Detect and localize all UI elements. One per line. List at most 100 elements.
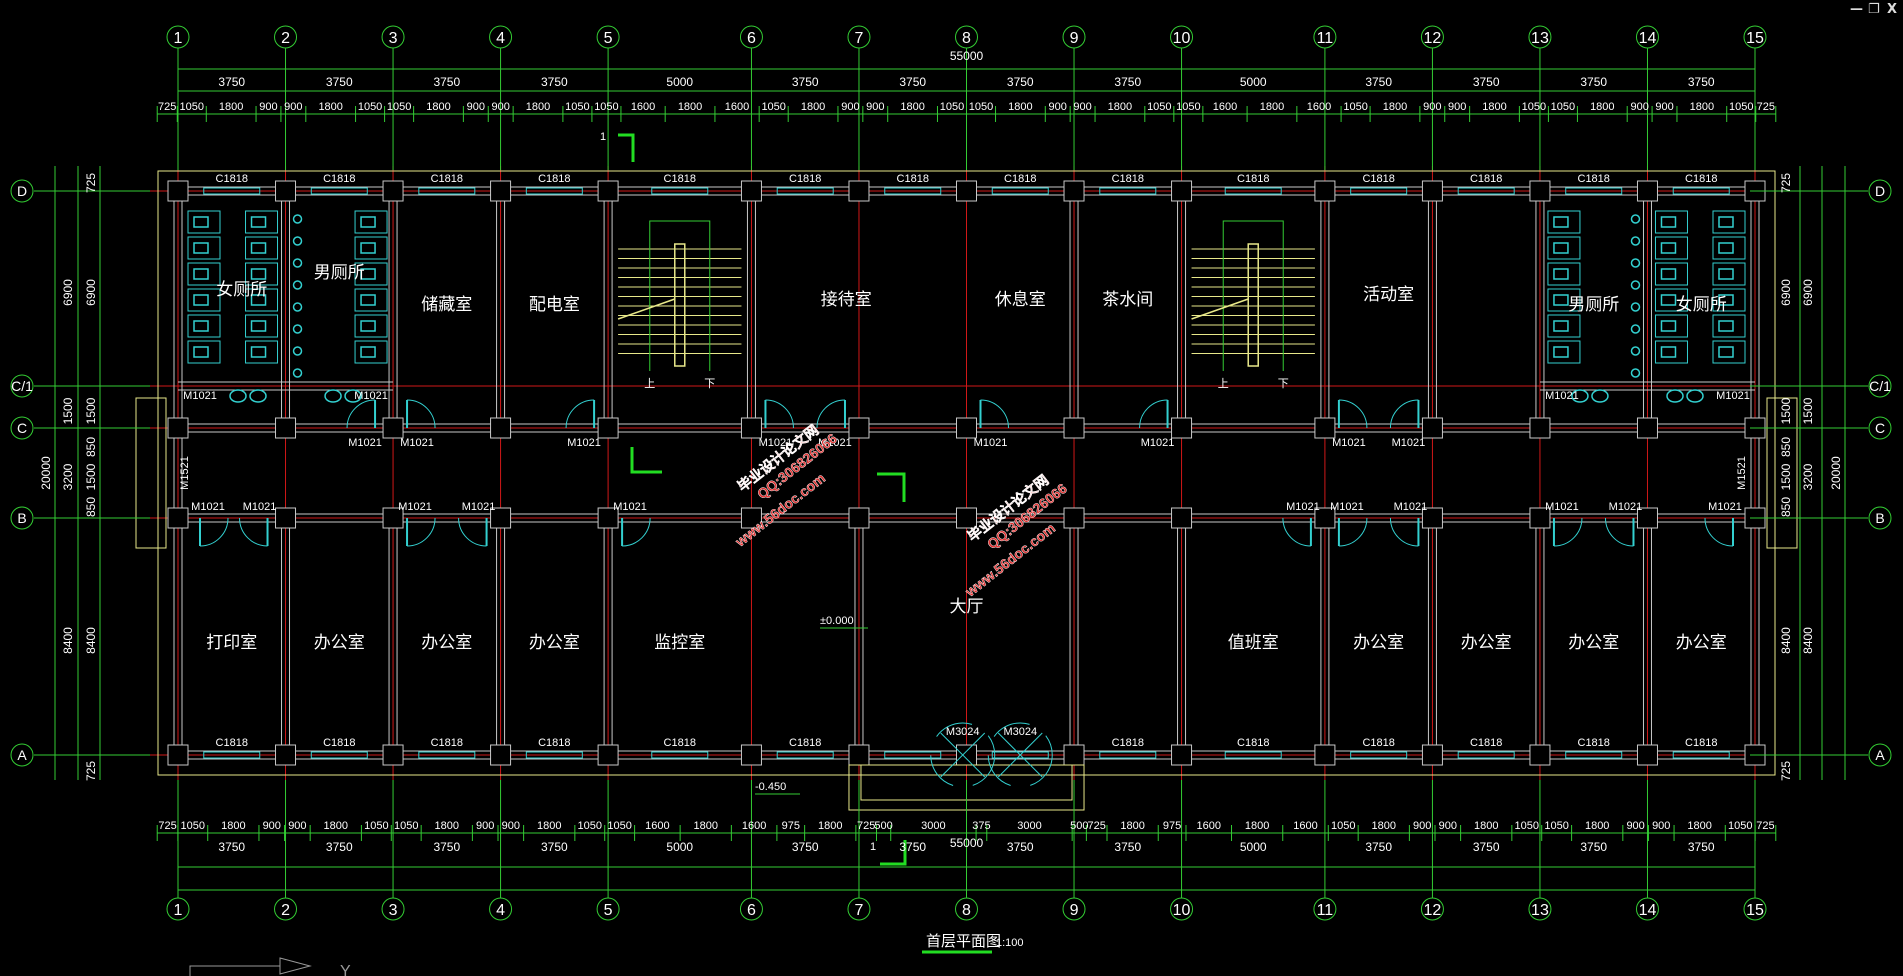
- column: [1421, 180, 1443, 202]
- room-label: 办公室: [1676, 633, 1727, 652]
- top-detail-dim: 900: [866, 101, 884, 113]
- bay-dim-label: 3750: [218, 840, 245, 854]
- top-detail-dim: 1050: [1729, 101, 1753, 113]
- toilet-icon: [1660, 268, 1677, 280]
- side-dim-label: 725: [1779, 173, 1793, 193]
- door-swing: [765, 399, 794, 429]
- column: [597, 180, 619, 202]
- bottom-detail-dim: 3000: [921, 820, 945, 832]
- bay-dim-label: 3750: [899, 840, 926, 854]
- top-detail-dim: 1800: [526, 101, 550, 113]
- axis-label-3: 3: [389, 902, 398, 919]
- bottom-detail-dim: 1050: [181, 820, 205, 832]
- door-label: M1021: [462, 501, 496, 513]
- bottom-detail-dim: 375: [972, 820, 990, 832]
- toilet-icon: [1718, 242, 1734, 254]
- column: [956, 507, 977, 529]
- column: [275, 180, 297, 202]
- stall: [1547, 288, 1581, 312]
- window-label: C1818: [664, 737, 696, 749]
- axis-label-1: 1: [174, 902, 183, 919]
- door-swing: [346, 399, 376, 429]
- column: [167, 417, 189, 439]
- column: [1063, 417, 1085, 439]
- top-detail-dim: 1050: [387, 101, 411, 113]
- bottom-detail-dim: 900: [263, 820, 281, 832]
- window: [1457, 187, 1515, 195]
- restore-button[interactable]: ❐: [1868, 2, 1880, 17]
- bay-dim-label: 5000: [1240, 75, 1267, 89]
- side-dim-label: 725: [84, 173, 98, 193]
- door-label: M1021: [398, 501, 432, 513]
- toilet-icon: [360, 294, 376, 306]
- axis-label-11: 11: [1317, 30, 1334, 47]
- side-dim-label: 8400: [1801, 627, 1815, 654]
- column: [1314, 507, 1336, 529]
- door-swing: [199, 517, 229, 547]
- dimensions: [10, 25, 1892, 976]
- revolving-door: [987, 722, 1053, 788]
- window-label: C1818: [664, 173, 696, 185]
- urinal-icon: [1630, 236, 1641, 246]
- column: [1636, 180, 1658, 202]
- drawing-scale: 1:100: [996, 937, 1024, 949]
- column: [1529, 507, 1551, 529]
- axis-label-6: 6: [747, 902, 756, 919]
- minimize-button[interactable]: —: [1850, 2, 1863, 17]
- column: [848, 507, 870, 529]
- toilet-icon: [1660, 346, 1677, 358]
- bay-dim-label: 3750: [1114, 75, 1141, 89]
- bay-dim-label: 3750: [792, 75, 819, 89]
- column: [740, 507, 762, 529]
- side-dim-label: 1500: [84, 397, 98, 424]
- room-label: 储藏室: [421, 295, 472, 314]
- column: [848, 417, 870, 439]
- axis-bubble: [10, 179, 34, 203]
- side-dim-label: 8400: [1779, 627, 1793, 654]
- axis-label-C: C: [17, 420, 27, 436]
- axis-label-11: 11: [1317, 902, 1334, 919]
- stall: [187, 340, 221, 364]
- stall: [354, 236, 388, 260]
- top-detail-dim: 900: [1630, 101, 1648, 113]
- bottom-detail-dim: 1800: [694, 820, 718, 832]
- door-label: M1021: [1332, 437, 1366, 449]
- top-detail-dim: 725: [158, 101, 176, 113]
- axis-label-9: 9: [1070, 902, 1079, 919]
- door-label: M1021: [1609, 501, 1643, 513]
- toilet-icon: [360, 346, 376, 358]
- top-detail-dim: 900: [284, 101, 302, 113]
- top-detail-dim: 1050: [940, 101, 964, 113]
- side-dim-label: 850: [1779, 437, 1793, 457]
- bottom-detail-dim: 900: [502, 820, 520, 832]
- door-swing: [1139, 399, 1168, 429]
- stair-down-label: 下: [704, 378, 715, 390]
- stall: [1547, 210, 1581, 234]
- door-label: M1021: [613, 501, 647, 513]
- stall: [354, 288, 388, 312]
- door-label: M1021: [759, 437, 793, 449]
- bay-dim-label: 5000: [666, 75, 693, 89]
- stall: [245, 210, 279, 234]
- section-mark: [880, 840, 907, 866]
- top-detail-dim: 1800: [426, 101, 450, 113]
- bay-dim-label: 3750: [1473, 75, 1500, 89]
- side-dim-label: 1500: [1801, 397, 1815, 424]
- stall: [1654, 236, 1688, 260]
- window-label: C1818: [323, 737, 355, 749]
- window: [1224, 187, 1282, 195]
- axis-bubble: [10, 374, 34, 398]
- close-button[interactable]: X: [1887, 2, 1898, 17]
- door-swing: [1704, 517, 1734, 547]
- door-swing: [980, 399, 1009, 429]
- door-swing: [458, 517, 487, 547]
- side-dim-label: 6900: [1779, 279, 1793, 306]
- column: [1421, 417, 1443, 439]
- top-detail-dim: 900: [1049, 101, 1067, 113]
- top-detail-dim: 1050: [1343, 101, 1367, 113]
- urinal-icon: [1630, 302, 1641, 312]
- ucs-icon: [189, 965, 280, 976]
- bay-dim-label: 3750: [541, 75, 568, 89]
